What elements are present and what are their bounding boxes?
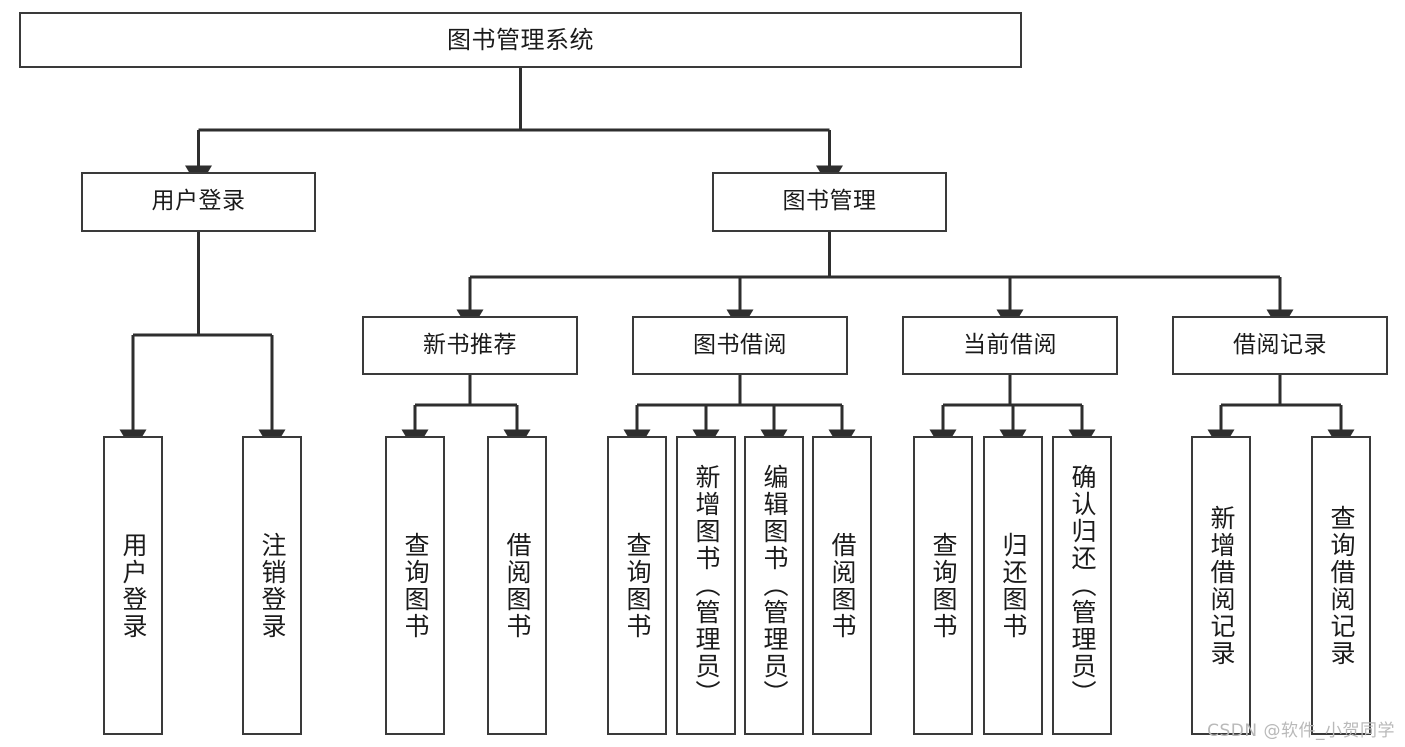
node-current-borrow-label: 当前借阅: [963, 331, 1057, 358]
node-book-borrow[interactable]: 图书借阅: [632, 316, 848, 375]
node-leaf-add-record[interactable]: 新增借阅记录: [1191, 436, 1251, 735]
node-leaf-add-book[interactable]: 新增图书（管理员）: [676, 436, 736, 735]
node-book-manage-label: 图书管理: [782, 188, 877, 215]
node-leaf-edit-book[interactable]: 编辑图书（管理员）: [744, 436, 804, 735]
node-leaf-borrow-book-1[interactable]: 借阅图书: [487, 436, 547, 735]
node-leaf-query-book-3[interactable]: 查询图书: [913, 436, 973, 735]
node-book-borrow-label: 图书借阅: [693, 331, 787, 358]
node-leaf-return-book[interactable]: 归还图书: [983, 436, 1043, 735]
node-leaf-query-book-1[interactable]: 查询图书: [385, 436, 445, 735]
watermark: CSDN @软件_小贺同学: [1207, 721, 1395, 741]
node-leaf-confirm-return-label: 确认归还（管理员）: [1068, 464, 1097, 707]
node-new-book-recommend[interactable]: 新书推荐: [362, 316, 578, 375]
node-leaf-query-book-1-label: 查询图书: [401, 531, 430, 640]
node-new-book-recommend-label: 新书推荐: [423, 331, 517, 358]
node-root-label: 图书管理系统: [447, 25, 594, 54]
node-leaf-borrow-book-2-label: 借阅图书: [828, 531, 857, 640]
node-current-borrow[interactable]: 当前借阅: [902, 316, 1118, 375]
node-user-login-label: 用户登录: [151, 188, 246, 215]
node-leaf-query-book-2-label: 查询图书: [623, 531, 652, 640]
node-leaf-logout-label: 注销登录: [258, 531, 287, 640]
node-leaf-add-record-label: 新增借阅记录: [1207, 504, 1236, 667]
node-leaf-logout[interactable]: 注销登录: [242, 436, 302, 735]
node-leaf-confirm-return[interactable]: 确认归还（管理员）: [1052, 436, 1112, 735]
node-root[interactable]: 图书管理系统: [19, 12, 1022, 68]
node-user-login[interactable]: 用户登录: [81, 172, 316, 232]
node-leaf-query-book-3-label: 查询图书: [929, 531, 958, 640]
node-leaf-query-record[interactable]: 查询借阅记录: [1311, 436, 1371, 735]
node-leaf-borrow-book-2[interactable]: 借阅图书: [812, 436, 872, 735]
node-leaf-query-book-2[interactable]: 查询图书: [607, 436, 667, 735]
node-leaf-user-login-label: 用户登录: [119, 531, 148, 640]
node-leaf-return-book-label: 归还图书: [999, 531, 1028, 640]
node-borrow-record-label: 借阅记录: [1233, 331, 1327, 358]
node-leaf-add-book-label: 新增图书（管理员）: [692, 464, 721, 707]
node-borrow-record[interactable]: 借阅记录: [1172, 316, 1388, 375]
node-leaf-user-login[interactable]: 用户登录: [103, 436, 163, 735]
node-book-manage[interactable]: 图书管理: [712, 172, 947, 232]
node-leaf-edit-book-label: 编辑图书（管理员）: [760, 464, 789, 707]
node-leaf-borrow-book-1-label: 借阅图书: [503, 531, 532, 640]
node-leaf-query-record-label: 查询借阅记录: [1327, 504, 1356, 667]
